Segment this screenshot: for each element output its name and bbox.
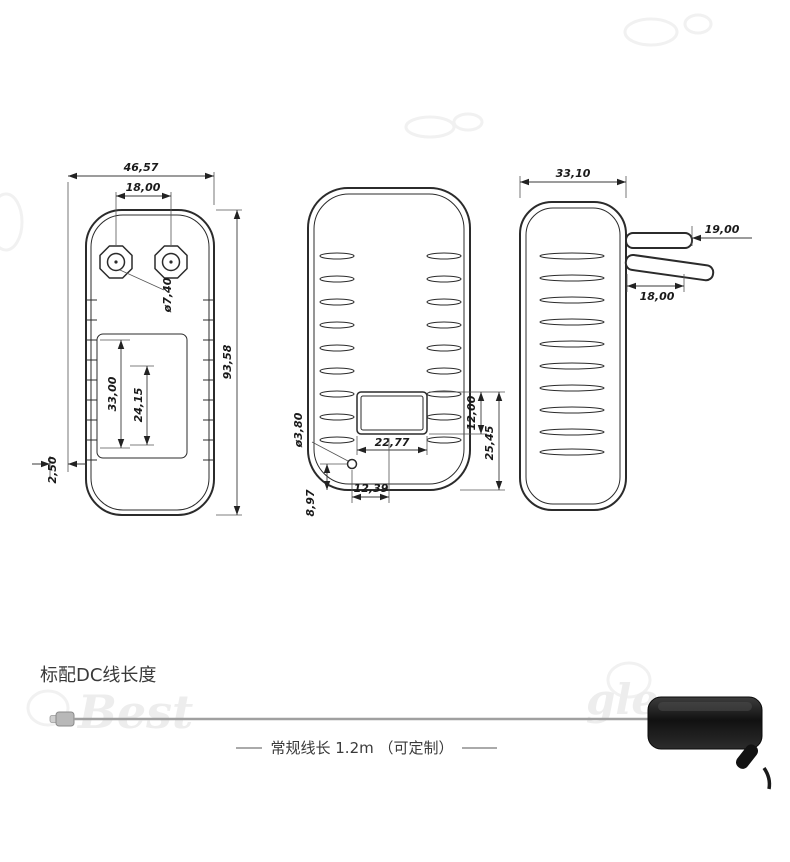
socket-hole-right: [154, 245, 188, 279]
socket-hole-left: [99, 245, 133, 279]
watermark-ellipse: [623, 17, 679, 47]
side-body-inner-outline: [525, 207, 621, 505]
cable-boot: [735, 744, 759, 769]
back-view: ø3,80 22,77 12,00 25,45 12,39 8,97: [292, 187, 505, 517]
dim-overall-width: 46,57: [123, 161, 159, 174]
side-view: 33,10 19,00 18,00: [519, 167, 752, 511]
watermark-ellipse: [683, 13, 713, 35]
watermark-ellipse: [0, 192, 24, 252]
dim-hole-offset-y: 8,97: [304, 489, 317, 516]
dim-label-inner-height: 24,15: [132, 387, 145, 422]
plug-pin-lower: [624, 253, 715, 282]
dim-overall-height: 93,58: [221, 344, 234, 379]
cable-section-heading: 标配DC线长度: [40, 665, 156, 686]
watermark-ellipse: [26, 689, 70, 727]
socket-octagon: [99, 245, 133, 279]
dim-label-height: 33,00: [106, 376, 119, 411]
power-adapter-sheen: [658, 702, 752, 711]
dim-label-width: 22,77: [375, 436, 410, 449]
dim-pin-hole-diameter: ø7,40: [161, 277, 174, 313]
front-left-vent-ticks: [86, 299, 97, 461]
socket-circle: [161, 252, 181, 272]
watermark-text-right: gle: [586, 675, 658, 724]
plug-pin-upper: [625, 232, 693, 249]
back-label-plate-inner: [360, 395, 424, 431]
back-left-vents: [319, 252, 355, 444]
front-view: 46,57 18,00 93,58 ø7,40 33,00 24,15 2,50: [32, 161, 242, 516]
front-label-recess: [96, 333, 188, 459]
dim-hole-offset-x: 12,39: [354, 482, 389, 495]
dim-pin-clearance: 18,00: [640, 290, 675, 303]
watermark-shapes: Best gle: [0, 13, 713, 739]
leader-line: [311, 441, 349, 462]
front-right-vent-ticks: [203, 299, 214, 461]
dim-pin-length: 19,00: [705, 223, 740, 236]
dim-label-to-bottom: 25,45: [483, 425, 496, 460]
cable-length-note: 常规线长 1.2m （可定制）: [270, 739, 453, 757]
back-label-plate: [356, 391, 428, 435]
cable-tail: [762, 766, 772, 790]
socket-center-dot: [169, 260, 173, 264]
side-body-outline: [519, 201, 627, 511]
back-screw-hole: [346, 458, 358, 470]
cable-section: 标配DC线长度 常规线长 1.2m （可定制）: [40, 665, 772, 790]
dim-pin-pitch: 18,00: [126, 181, 161, 194]
front-body-inner-outline: [90, 214, 210, 511]
leader-line: [119, 269, 165, 291]
dc-plug-left: [55, 711, 75, 727]
watermark-ellipse: [404, 115, 456, 139]
watermark-ellipse: [606, 661, 652, 699]
watermark-ellipse: [452, 112, 484, 132]
dim-bottom-offset: 2,50: [46, 456, 59, 483]
watermark-text-left: Best: [76, 685, 193, 739]
front-body-outline: [85, 209, 215, 516]
side-vents: [539, 252, 605, 456]
dim-label-height: 12,00: [465, 395, 478, 430]
dim-depth: 33,10: [556, 167, 591, 180]
socket-octagon: [154, 245, 188, 279]
dim-hole-diameter: ø3,80: [292, 412, 305, 448]
socket-center-dot: [114, 260, 118, 264]
socket-circle: [106, 252, 126, 272]
